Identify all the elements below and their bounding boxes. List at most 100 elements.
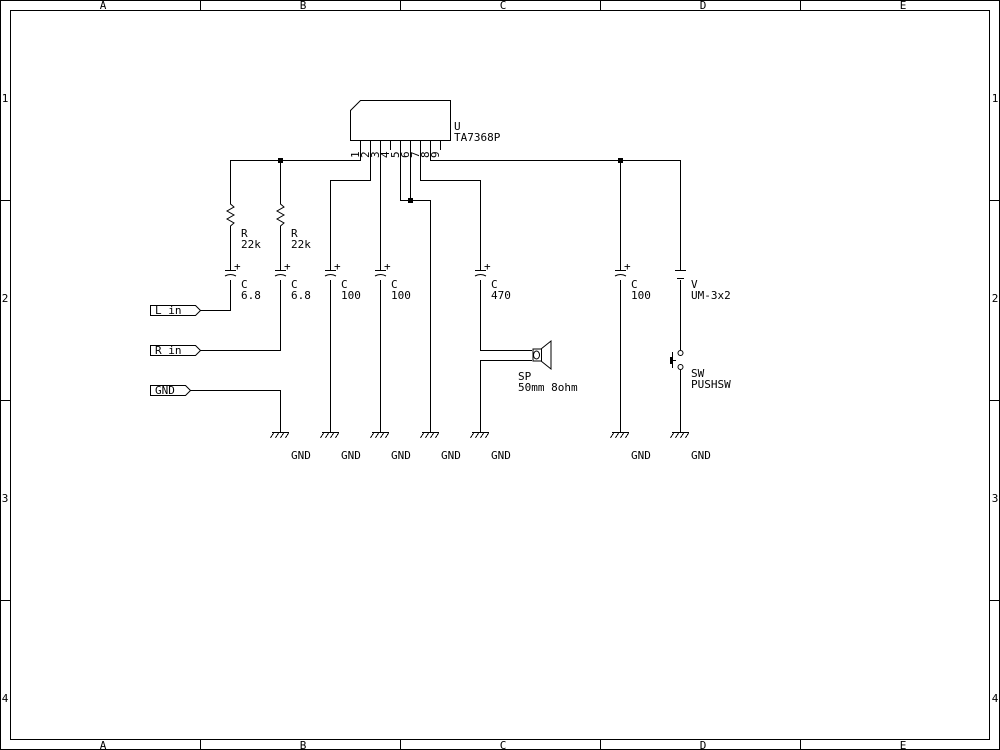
ic-ta7368p[interactable]: U TA7368P 1 2 3 4 5 6 7 8 9	[349, 100, 501, 271]
pin-number: 5	[389, 151, 402, 158]
port-l-in[interactable]: L in	[150, 304, 202, 317]
capacitor-value: 100	[341, 289, 361, 302]
row-labels-right: 1 2 3 4	[992, 92, 999, 705]
port-label: L in	[155, 304, 182, 317]
ic-ref: U	[454, 120, 461, 133]
resistor-2[interactable]: R 22k	[275, 200, 311, 251]
capacitor-value: 470	[491, 289, 511, 302]
capacitor-ref: C	[241, 278, 248, 291]
ground-symbol: GND	[420, 430, 461, 462]
ground-symbol: GND	[470, 430, 511, 462]
pin-number: 6	[399, 151, 412, 158]
ground-label: GND	[691, 449, 711, 462]
column-label: D	[700, 739, 707, 750]
capacitor-4[interactable]: + C 100	[374, 260, 411, 302]
column-label: D	[700, 0, 707, 12]
battery-value: UM-3x2	[691, 289, 731, 302]
pin-number: 2	[359, 151, 372, 158]
speaker-ref: SP	[518, 370, 532, 383]
capacitor-ref: C	[341, 278, 348, 291]
row-label: 1	[2, 92, 9, 105]
junction-dot	[618, 158, 623, 163]
pin-number: 1	[349, 151, 362, 158]
plus-mark: +	[484, 260, 491, 273]
column-label: E	[900, 0, 907, 12]
plus-mark: +	[334, 260, 341, 273]
capacitor-3[interactable]: + C 100	[324, 260, 361, 302]
capacitor-value: 6.8	[291, 289, 311, 302]
column-label: C	[500, 739, 507, 750]
column-label: B	[300, 0, 307, 12]
ground-symbol: GND	[270, 430, 311, 462]
battery[interactable]: V UM-3x2	[675, 270, 731, 302]
capacitor-ref: C	[391, 278, 398, 291]
ground-label: GND	[491, 449, 511, 462]
speaker[interactable]: SP 50mm 8ohm	[518, 339, 578, 394]
pin-number: 4	[379, 151, 392, 158]
ground-label: GND	[391, 449, 411, 462]
ground-symbol: GND	[370, 430, 411, 462]
ground-label: GND	[631, 449, 651, 462]
resistor-value: 22k	[241, 238, 261, 251]
ground-symbols: GND GND GND GND GND	[270, 430, 711, 462]
capacitor-1[interactable]: + C 6.8	[224, 260, 261, 302]
junctions	[278, 158, 623, 203]
column-label: E	[900, 739, 907, 750]
resistor-1[interactable]: R 22k	[225, 200, 261, 251]
capacitor-5[interactable]: + C 470	[474, 260, 511, 302]
pin-number: 3	[369, 151, 382, 158]
row-labels-left: 1 2 3 4	[2, 92, 9, 705]
ic-pin-numbers: 1 2 3 4 5 6 7 8 9	[349, 151, 442, 158]
column-label: A	[100, 739, 107, 750]
column-label: A	[100, 0, 107, 12]
port-label: GND	[155, 384, 175, 397]
ground-symbol: GND	[320, 430, 361, 462]
switch-ref: SW	[691, 367, 705, 380]
resistor-ref: R	[291, 227, 298, 240]
resistor-ref: R	[241, 227, 248, 240]
row-label: 4	[992, 692, 999, 705]
ground-symbol: GND	[670, 430, 711, 462]
capacitor-ref: C	[291, 278, 298, 291]
plus-mark: +	[624, 260, 631, 273]
junction-dot	[278, 158, 283, 163]
battery-ref: V	[691, 278, 698, 291]
row-label: 4	[2, 692, 9, 705]
plus-mark: +	[284, 260, 291, 273]
port-label: R in	[155, 344, 182, 357]
capacitor-ref: C	[631, 278, 638, 291]
ground-label: GND	[291, 449, 311, 462]
row-label: 1	[992, 92, 999, 105]
row-label: 2	[992, 292, 999, 305]
resistor-value: 22k	[291, 238, 311, 251]
ground-label: GND	[441, 449, 461, 462]
column-label: C	[500, 0, 507, 12]
column-label: B	[300, 739, 307, 750]
capacitor-value: 100	[391, 289, 411, 302]
row-label: 3	[2, 492, 9, 505]
ground-label: GND	[341, 449, 361, 462]
junction-dot	[408, 198, 413, 203]
port-r-in[interactable]: R in	[150, 344, 202, 357]
pin-number: 7	[409, 151, 422, 158]
pin-number: 9	[429, 151, 442, 158]
column-labels-top: A B C D E	[100, 0, 907, 12]
plus-mark: +	[234, 260, 241, 273]
switch-value: PUSHSW	[691, 378, 731, 391]
pin-number: 8	[419, 151, 432, 158]
capacitor-6[interactable]: + C 100	[614, 260, 651, 302]
plus-mark: +	[384, 260, 391, 273]
wires	[190, 160, 681, 430]
port-gnd[interactable]: GND	[150, 384, 192, 397]
capacitor-value: 6.8	[241, 289, 261, 302]
row-label: 3	[992, 492, 999, 505]
capacitor-2[interactable]: + C 6.8	[274, 260, 311, 302]
ic-part: TA7368P	[454, 131, 501, 144]
ground-symbol: GND	[610, 430, 651, 462]
row-label: 2	[2, 292, 9, 305]
push-switch[interactable]: SW PUSHSW	[670, 350, 731, 392]
capacitor-ref: C	[491, 278, 498, 291]
capacitor-value: 100	[631, 289, 651, 302]
